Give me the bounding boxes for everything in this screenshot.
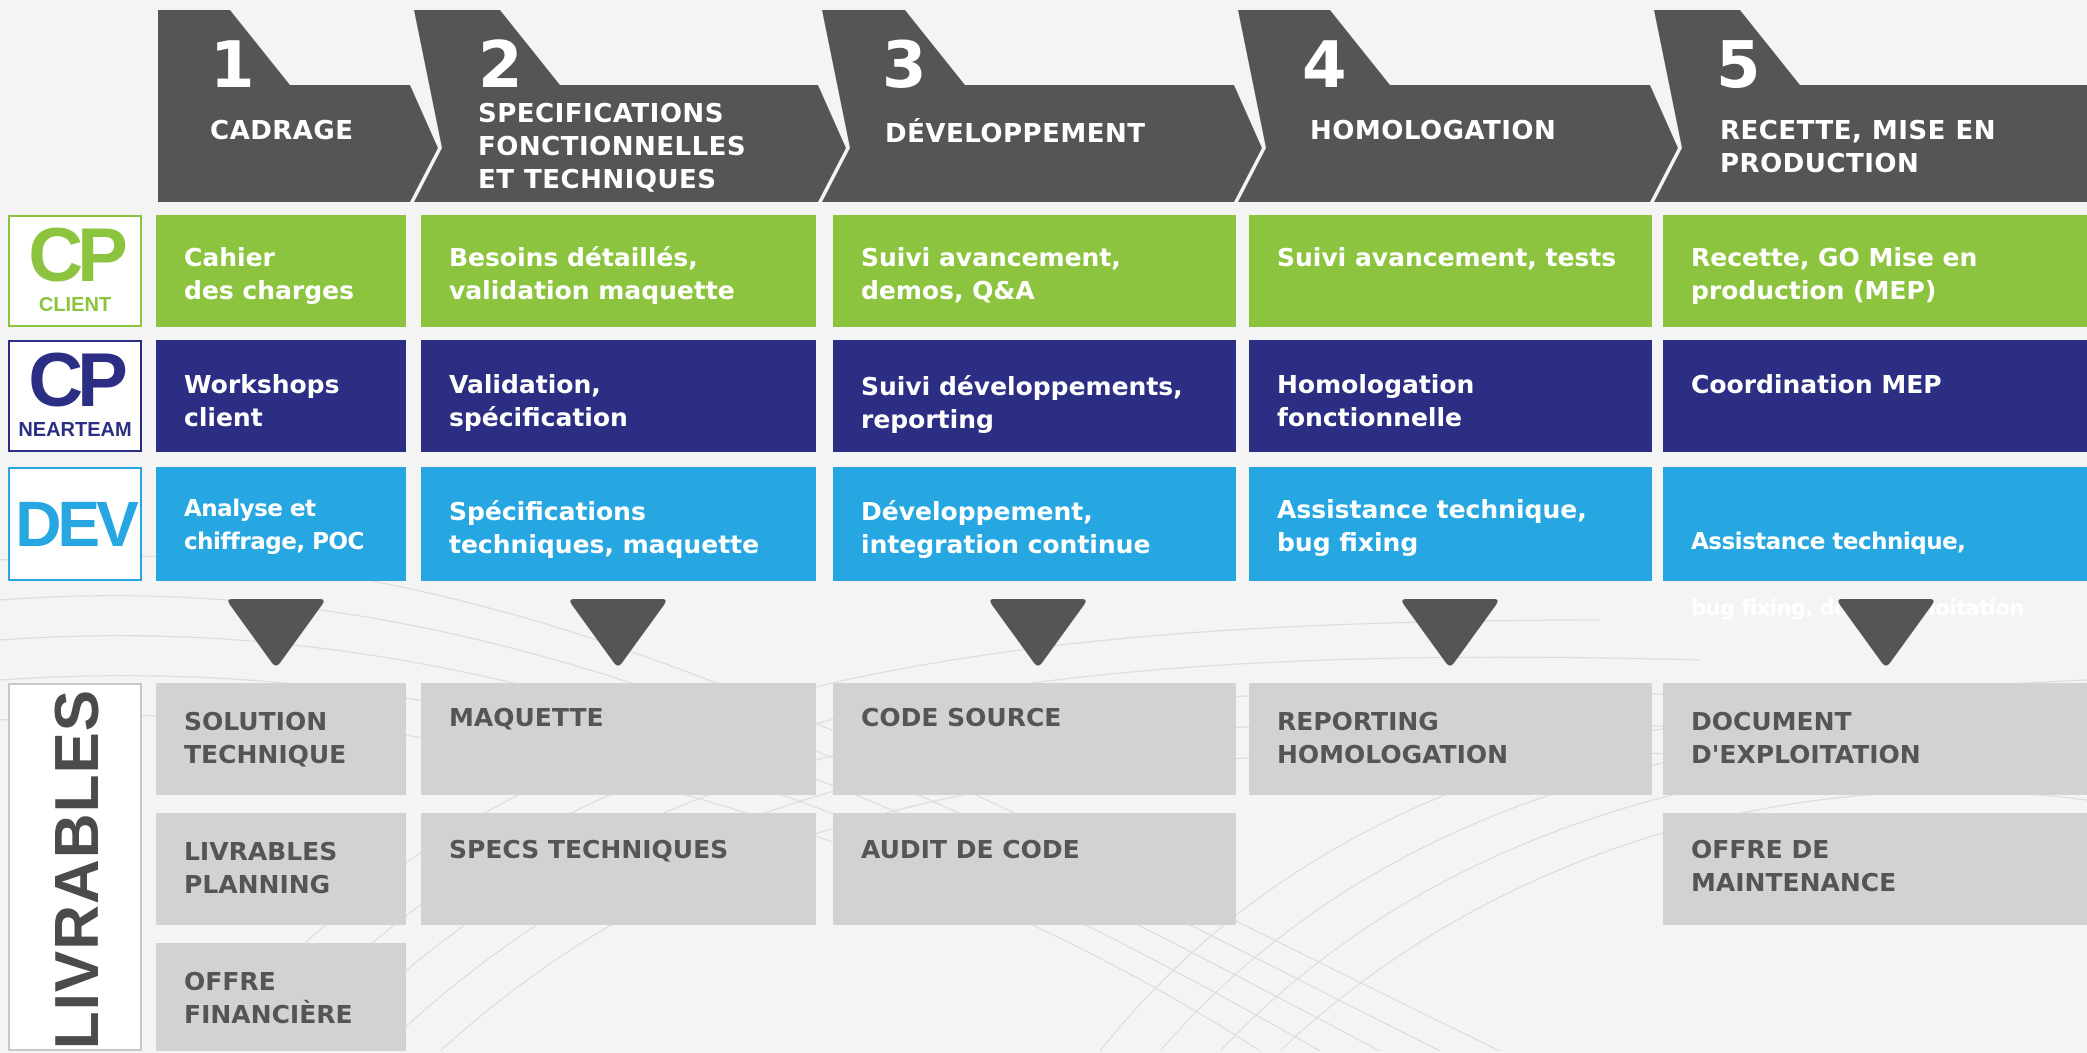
deliverable-offre-maintenance: OFFRE DE MAINTENANCE — [1663, 813, 2087, 925]
phase-5-number: 5 — [1716, 29, 1761, 103]
phase-3-chevron — [822, 10, 1262, 202]
phase-3-title: DÉVELOPPEMENT — [885, 119, 1146, 149]
deliverable-offre-financiere: OFFRE FINANCIÈRE — [156, 943, 406, 1051]
deliverable-specs-techniques: SPECS TECHNIQUES — [421, 813, 816, 925]
phase-4-chevron — [1238, 10, 1678, 202]
deliverable-code-source: CODE SOURCE — [833, 683, 1236, 795]
down-arrow-4 — [1402, 599, 1498, 666]
phase-2-number: 2 — [478, 29, 523, 103]
phase-chevrons — [158, 10, 2087, 202]
role-badge-cp-client-big: CP — [28, 213, 128, 298]
deliverable-maquette: MAQUETTE — [421, 683, 816, 795]
phase-3-number: 3 — [882, 29, 927, 103]
down-arrow-5 — [1838, 599, 1934, 666]
dev-cell-4: Assistance technique, bug fixing — [1249, 467, 1652, 581]
role-badge-dev: DEV — [8, 467, 142, 581]
nearteam-cell-4: Homologation fonctionnelle — [1249, 340, 1652, 452]
phase-1-number: 1 — [210, 29, 255, 103]
nearteam-cell-2: Validation, spécification — [421, 340, 816, 452]
role-badge-dev-big: DEV — [15, 488, 139, 560]
client-cell-4: Suivi avancement, tests — [1249, 215, 1652, 327]
role-badge-cp-nearteam: CP NEARTEAM — [8, 340, 142, 452]
role-badge-cp-client: CP CLIENT — [8, 215, 142, 327]
phase-2-chevron — [414, 10, 846, 202]
phase-1-chevron — [158, 10, 438, 202]
deliverable-livrables-planning: LIVRABLES PLANNING — [156, 813, 406, 925]
client-cell-5: Recette, GO Mise en production (MEP) — [1663, 215, 2087, 327]
phase-5-chevron — [1654, 10, 2087, 202]
dev-cell-5: Assistance technique, bug fixing, doc d'… — [1663, 467, 2087, 620]
deliverable-reporting-homologation: REPORTING HOMOLOGATION — [1249, 683, 1652, 795]
dev-cell-2: Spécifications techniques, maquette — [421, 467, 816, 581]
nearteam-cell-5: Coordination MEP — [1663, 340, 2087, 452]
client-cell-1: Cahier des charges — [156, 215, 406, 327]
nearteam-cell-1: Workshops client — [156, 340, 406, 452]
phase-5-title: RECETTE, MISE EN PRODUCTION — [1720, 116, 1996, 179]
role-badge-cp-nearteam-big: CP — [28, 338, 128, 423]
role-badge-cp-nearteam-small: NEARTEAM — [18, 419, 132, 441]
deliverable-audit-de-code: AUDIT DE CODE — [833, 813, 1236, 925]
client-cell-2: Besoins détaillés, validation maquette — [421, 215, 816, 327]
phase-4-number: 4 — [1302, 29, 1347, 103]
phase-1-title: CADRAGE — [210, 116, 354, 146]
livrables-label: LIVRABLES — [42, 688, 112, 1050]
livrables-label-box: LIVRABLES — [8, 683, 142, 1051]
dev-cell-1: Analyse et chiffrage, POC — [156, 467, 406, 581]
down-arrow-3 — [990, 599, 1086, 666]
phase-2-title: SPECIFICATIONS FONCTIONNELLES ET TECHNIQ… — [478, 99, 747, 195]
dev-cell-5-line-1: Assistance technique, — [1691, 529, 1966, 555]
nearteam-cell-3: Suivi développements, reporting — [833, 340, 1236, 452]
down-arrow-1 — [228, 599, 324, 666]
deliverable-document-exploitation: DOCUMENT D'EXPLOITATION — [1663, 683, 2087, 795]
deliverable-solution-technique: SOLUTION TECHNIQUE — [156, 683, 406, 795]
client-cell-3: Suivi avancement, demos, Q&A — [833, 215, 1236, 327]
phase-4-title: HOMOLOGATION — [1310, 116, 1557, 146]
dev-cell-3: Développement, integration continue — [833, 467, 1236, 581]
role-badge-cp-client-small: CLIENT — [38, 294, 112, 316]
down-arrow-2 — [570, 599, 666, 666]
